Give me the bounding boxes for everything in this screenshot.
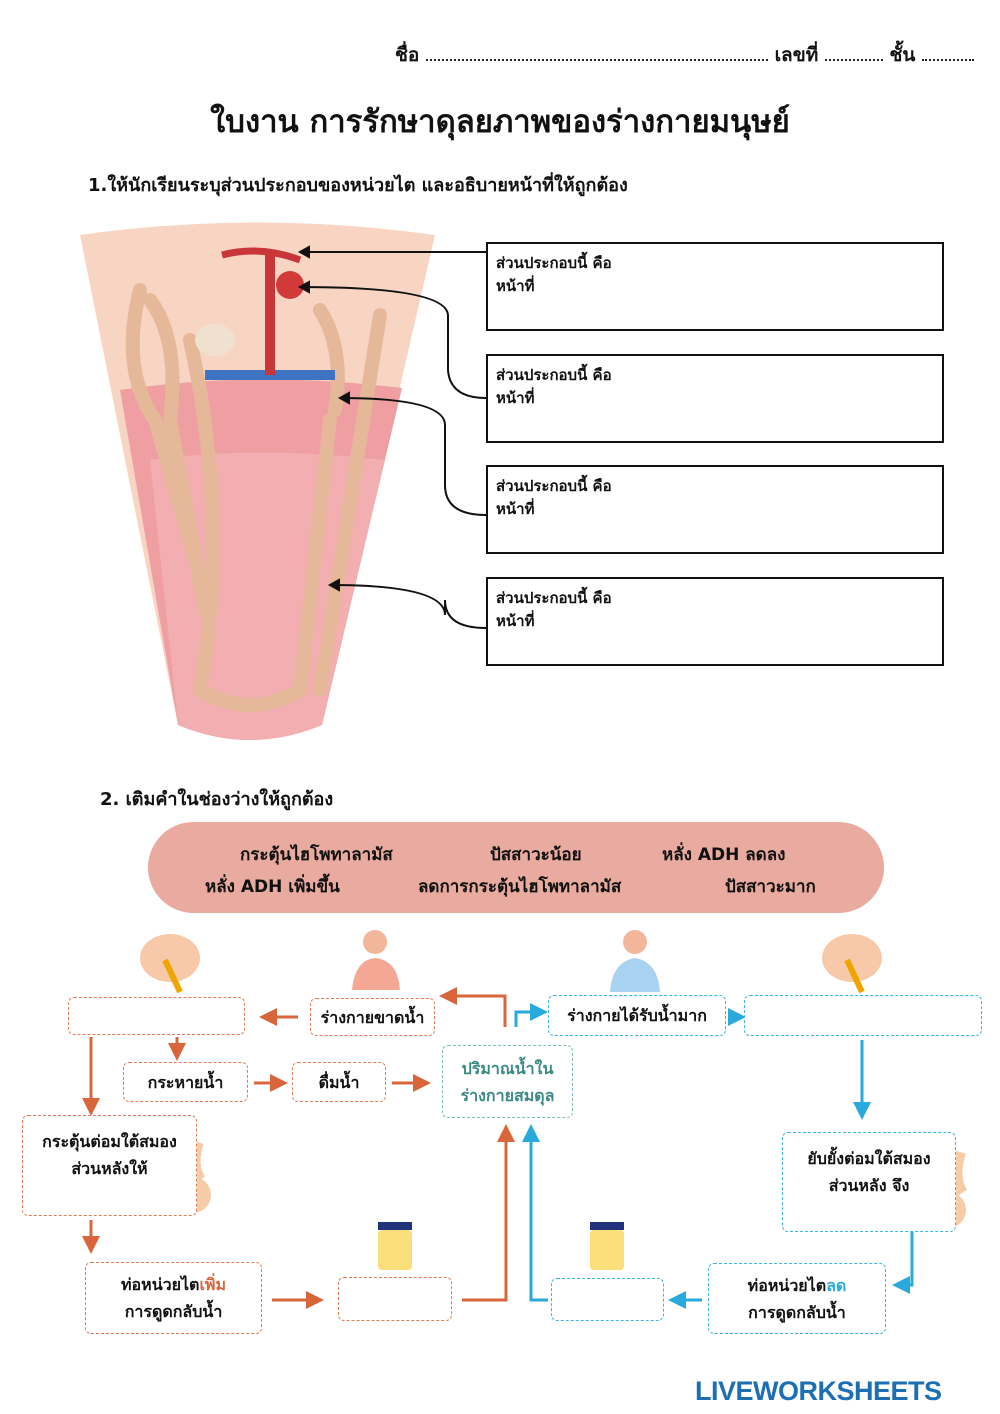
part-label: ส่วนประกอบนี้ คือ (496, 589, 612, 607)
urine-jar-icon (378, 1222, 412, 1270)
answer-box-4[interactable]: ส่วนประกอบนี้ คือหน้าที่ (486, 577, 944, 666)
box-dehydrated: ร่างกายขาดน้ำ (310, 998, 435, 1036)
inhibit-line-1: ยับยั้งต่อมใต้สมอง (807, 1149, 931, 1168)
box-tubule-decrease: ท่อหน่วยไตลดการดูดกลับน้ำ (708, 1263, 886, 1334)
reabsorption-text: การดูดกลับน้ำ (124, 1302, 223, 1321)
function-label: หน้าที่ (496, 500, 535, 518)
logo-text: LIVEWORKSHEETS (695, 1376, 942, 1406)
box-drink: ดื่มน้ำ (292, 1062, 386, 1102)
question-2: 2. เติมคำในช่องว่างให้ถูกต้อง (100, 789, 334, 810)
inhibit-line-2: ส่วนหลัง จึง (828, 1176, 910, 1195)
blank-box-reduce-stimulation[interactable] (744, 995, 982, 1036)
box-inhibit-pituitary: ยับยั้งต่อมใต้สมองส่วนหลัง จึง (782, 1132, 956, 1232)
brain-icon (140, 934, 200, 994)
balance-line-1: ปริมาณน้ำใน (461, 1058, 554, 1078)
part-label: ส่วนประกอบนี้ คือ (496, 366, 612, 384)
person-drinking-icon (610, 930, 660, 992)
function-label: หน้าที่ (496, 277, 535, 295)
person-thirsty-icon (352, 930, 400, 990)
blank-box-urine-much[interactable] (551, 1278, 664, 1321)
highlight-increase: เพิ่ม (199, 1275, 226, 1294)
name-field[interactable] (425, 47, 768, 61)
box-tubule-increase: ท่อหน่วยไตเพิ่มการดูดกลับน้ำ (85, 1262, 262, 1334)
reabsorption-text: การดูดกลับน้ำ (748, 1302, 846, 1322)
part-label: ส่วนประกอบนี้ คือ (496, 477, 612, 495)
student-info-line: ชื่อ เลขที่ ชั้น (395, 40, 974, 70)
box-water-balance: ปริมาณน้ำในร่างกายสมดุล (442, 1045, 573, 1118)
box-much-water: ร่างกายได้รับน้ำมาก (548, 995, 726, 1036)
liveworksheets-logo: LIVEWORKSHEETS (695, 1376, 942, 1407)
word-bank: กระตุ้นไฮโพทาลามัส ปัสสาวะน้อย หลั่ง ADH… (148, 822, 884, 913)
answer-box-1[interactable]: ส่วนประกอบนี้ คือหน้าที่ (486, 242, 944, 331)
word-option[interactable]: หลั่ง ADH ลดลง (662, 845, 786, 865)
urine-jar-icon (590, 1222, 624, 1270)
name-label: ชื่อ (395, 44, 420, 66)
box-stimulate-pituitary: กระตุ้นต่อมใต้สมองส่วนหลังให้ (22, 1115, 197, 1216)
question-1: 1.ให้นักเรียนระบุส่วนประกอบของหน่วยไต แล… (88, 175, 628, 196)
highlight-decrease: ลด (826, 1275, 847, 1295)
part-label: ส่วนประกอบนี้ คือ (496, 254, 612, 272)
box-thirst: กระหายน้ำ (123, 1062, 248, 1102)
answer-box-2[interactable]: ส่วนประกอบนี้ คือหน้าที่ (486, 354, 944, 443)
stimulate-line-1: กระตุ้นต่อมใต้สมอง (42, 1132, 177, 1151)
class-field[interactable] (921, 47, 974, 61)
word-option[interactable]: กระตุ้นไฮโพทาลามัส (240, 845, 393, 865)
page-title: ใบงาน การรักษาดุลยภาพของร่างกายมนุษย์ (210, 104, 790, 140)
tubule-text: ท่อหน่วยไต (747, 1275, 827, 1295)
tubule-text: ท่อหน่วยไต (121, 1275, 200, 1294)
number-label: เลขที่ (774, 44, 819, 66)
balance-line-2: ร่างกายสมดุล (460, 1085, 555, 1105)
word-option[interactable]: ปัสสาวะมาก (725, 877, 816, 897)
stimulate-line-2: ส่วนหลังให้ (71, 1159, 148, 1178)
blank-box-hypothalamus[interactable] (68, 997, 245, 1035)
function-label: หน้าที่ (496, 612, 535, 630)
word-option[interactable]: ลดการกระตุ้นไฮโพทาลามัส (418, 877, 622, 897)
brain-icon (822, 934, 882, 994)
answer-box-3[interactable]: ส่วนประกอบนี้ คือหน้าที่ (486, 465, 944, 554)
word-option[interactable]: ปัสสาวะน้อย (490, 845, 582, 865)
nephron-illustration (80, 222, 487, 740)
word-option[interactable]: หลั่ง ADH เพิ่มขึ้น (205, 877, 340, 897)
function-label: หน้าที่ (496, 389, 535, 407)
class-label: ชั้น (889, 44, 916, 66)
blank-box-urine-little[interactable] (338, 1277, 452, 1321)
number-field[interactable] (824, 47, 883, 61)
